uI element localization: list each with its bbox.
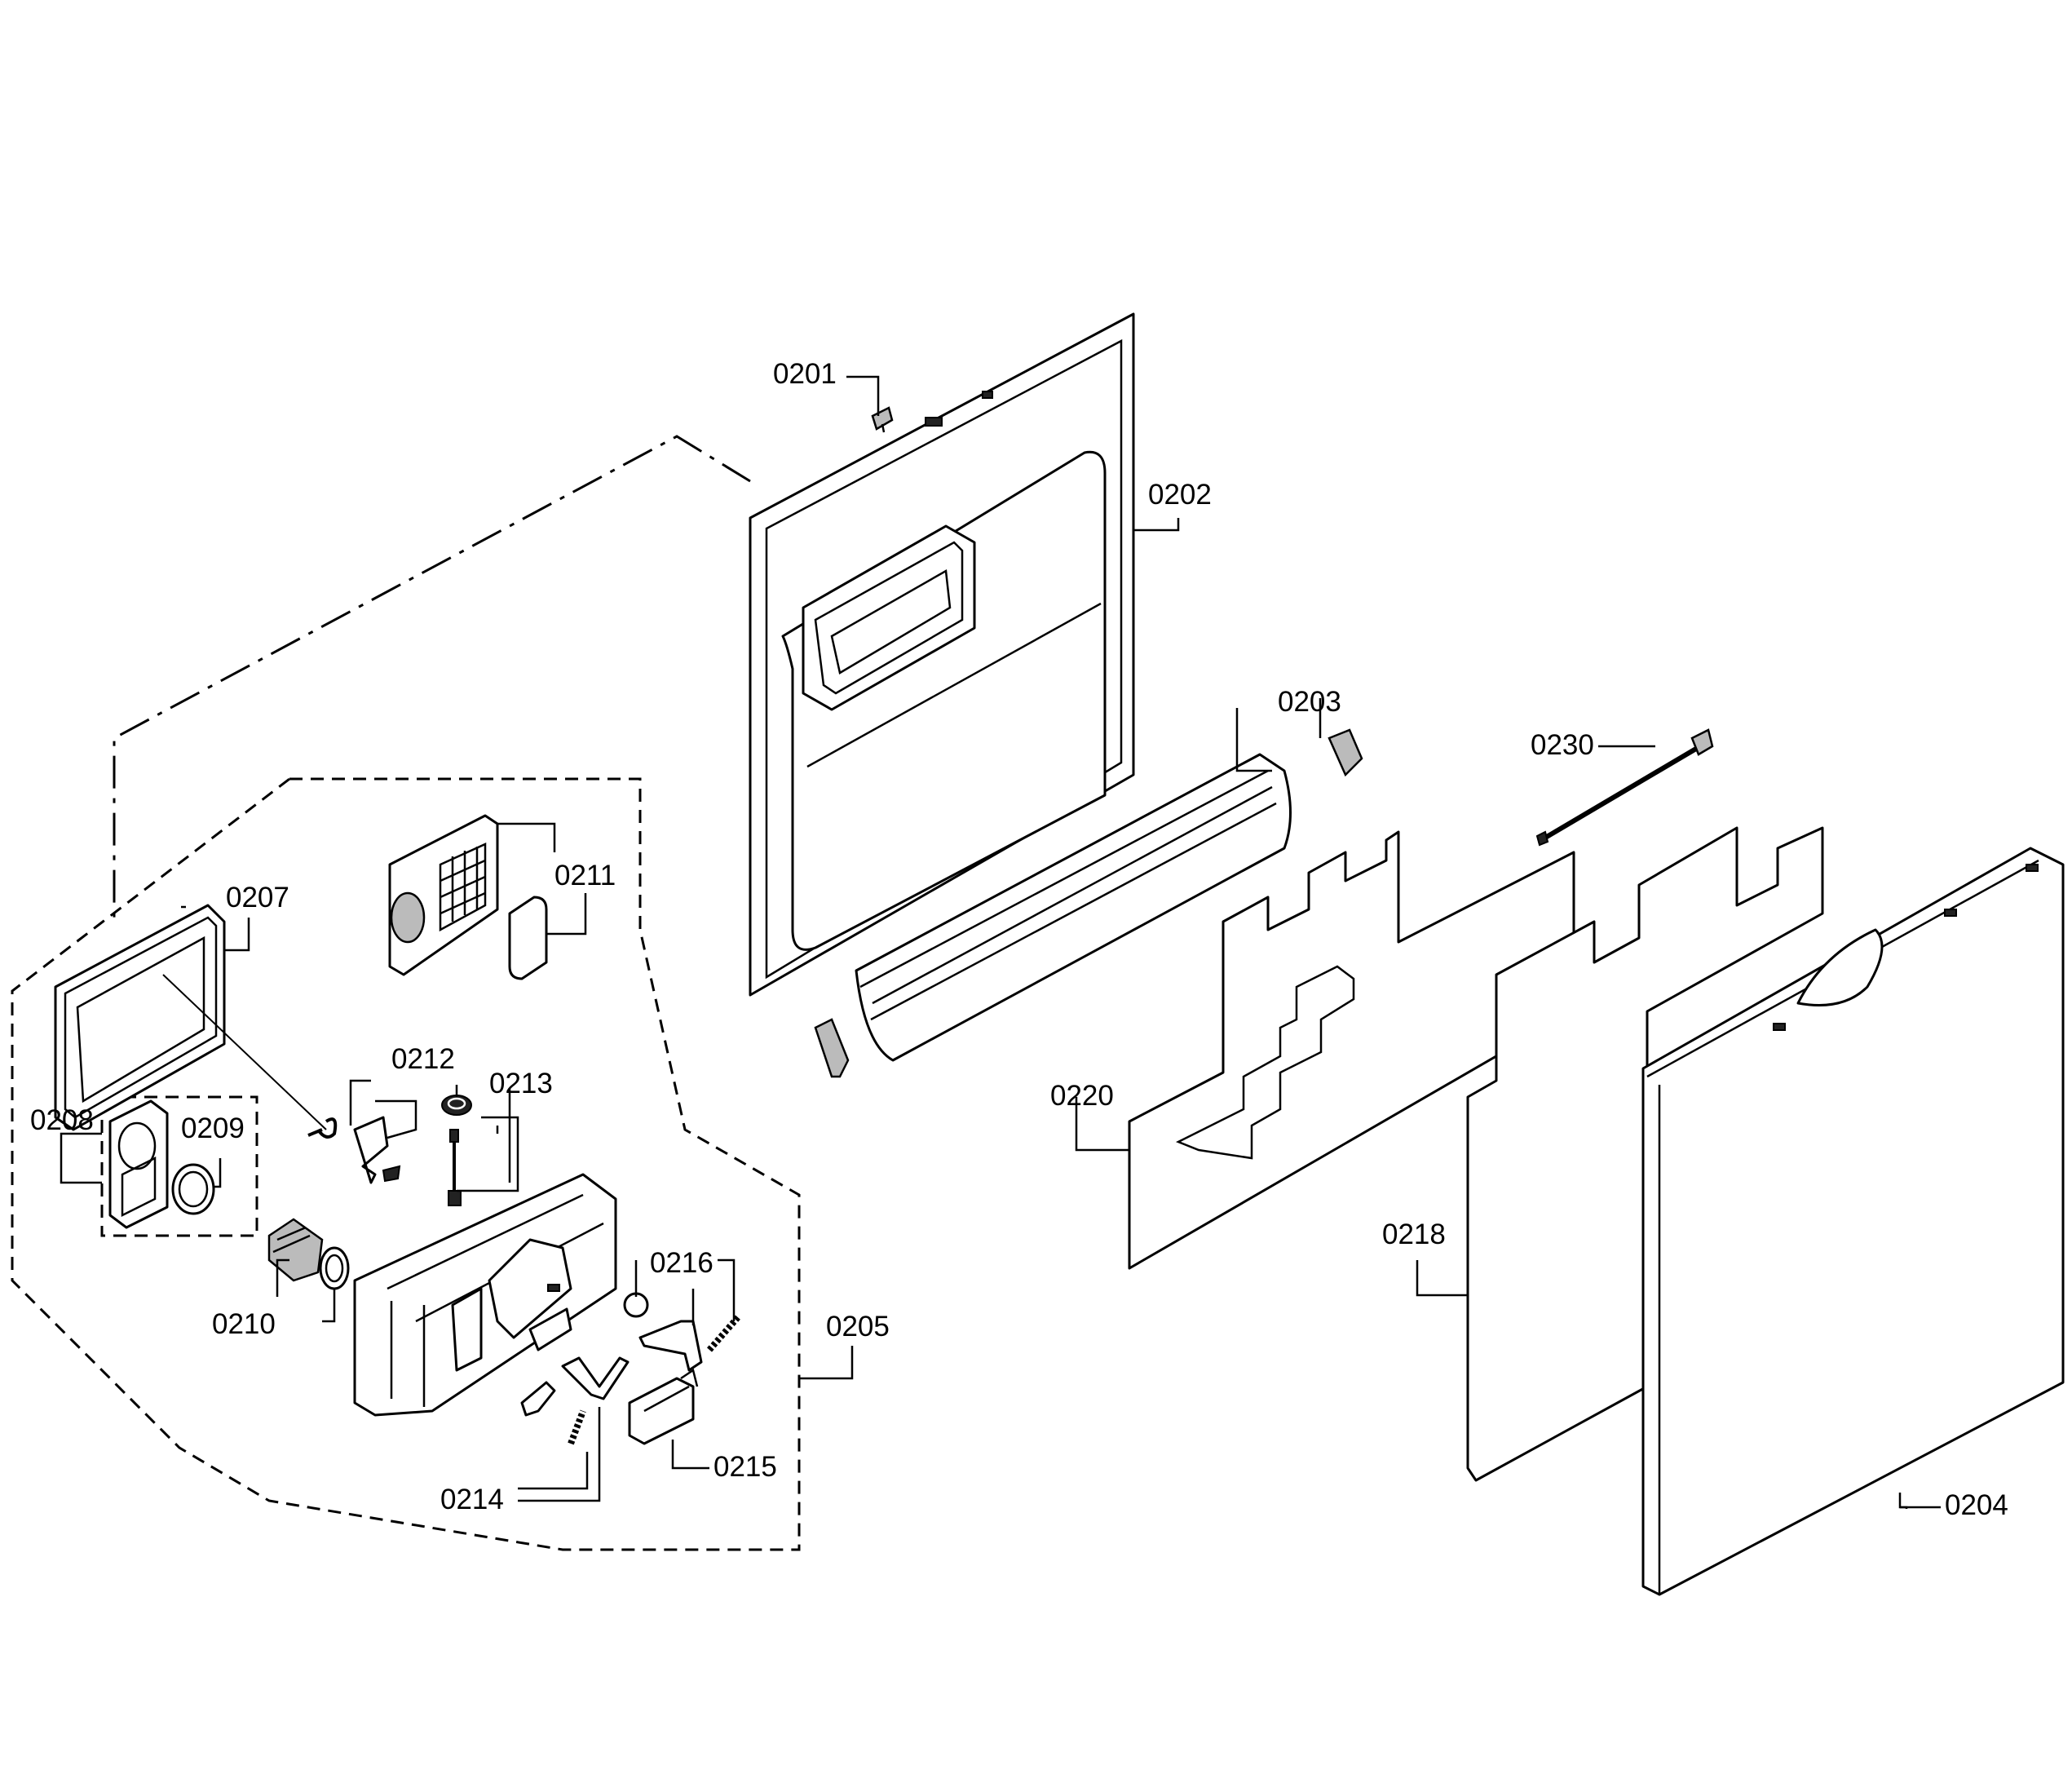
label-0213: 0213 [489, 1068, 553, 1099]
spring-and-lever [307, 1116, 401, 1184]
cable-tie [1535, 728, 1714, 847]
label-0209: 0209 [181, 1112, 245, 1144]
label-0208: 0208 [30, 1104, 94, 1136]
label-0214: 0214 [440, 1484, 504, 1515]
screw-0201 [871, 406, 894, 433]
label-0216: 0216 [650, 1247, 713, 1279]
rinse-aid-cover [108, 1099, 169, 1229]
trim-strip [814, 728, 1363, 1078]
label-0210: 0210 [212, 1308, 276, 1340]
seal-kit-boundary [100, 1095, 258, 1237]
latch-springs [520, 1356, 630, 1445]
leader-lines [60, 375, 1941, 1509]
label-0204: 0204 [1945, 1489, 2008, 1521]
label-0205: 0205 [826, 1311, 890, 1342]
label-0202: 0202 [1148, 479, 1212, 511]
label-0230: 0230 [1531, 729, 1594, 761]
dispenser-assembly-boundary [11, 777, 801, 1551]
label-0212: 0212 [391, 1043, 455, 1075]
label-0201: 0201 [773, 358, 837, 390]
outer-door-panel [1641, 847, 2065, 1596]
label-0218: 0218 [1382, 1219, 1446, 1250]
label-0220: 0220 [1050, 1080, 1114, 1112]
pin-and-cap [441, 1095, 472, 1206]
label-0203: 0203 [1278, 686, 1341, 718]
label-0207: 0207 [226, 882, 289, 913]
micro-switch [628, 1368, 699, 1445]
filter-housing [388, 814, 548, 980]
dispenser-gasket [54, 904, 226, 1131]
insulation-panel [1128, 830, 1575, 1270]
label-0215: 0215 [713, 1451, 777, 1483]
label-0211: 0211 [554, 860, 616, 891]
assembly-boundary [113, 435, 751, 922]
cap-and-ring [267, 1218, 350, 1290]
seal-ring [171, 1163, 215, 1215]
part-labels: 0201 0202 0203 0230 0220 0218 0204 0205 … [30, 358, 2008, 1521]
actuator-parts [623, 1292, 741, 1372]
inner-door-panel [749, 312, 1135, 997]
dispenser-body [353, 1173, 617, 1417]
